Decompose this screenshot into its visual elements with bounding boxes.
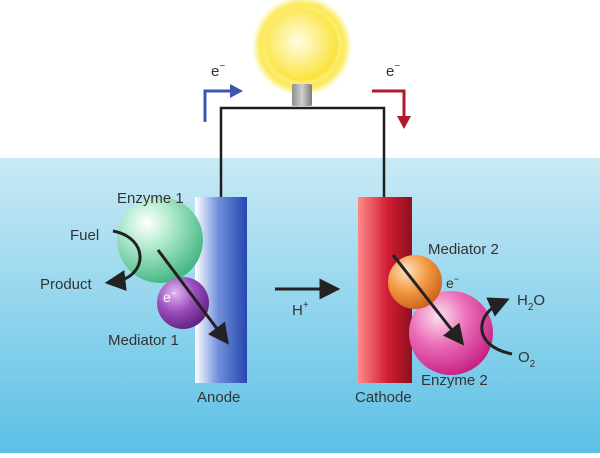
enzyme1-sphere — [117, 197, 203, 283]
anode-label: Anode — [197, 389, 240, 406]
electron-label-left: e− — [211, 61, 225, 80]
mediator1-label: Mediator 1 — [108, 332, 179, 349]
enzyme2-label: Enzyme 2 — [421, 372, 488, 389]
electron-label-mediator2: e− — [446, 274, 459, 291]
enzyme1-label: Enzyme 1 — [117, 190, 184, 207]
cathode-label: Cathode — [355, 389, 412, 406]
external-circuit-wire — [219, 106, 386, 197]
water-label: H2O — [517, 292, 545, 313]
electron-flow-arrow-left — [203, 84, 243, 122]
electron-flow-arrow-right — [372, 89, 411, 129]
product-label: Product — [40, 276, 93, 293]
mediator2-label: Mediator 2 — [428, 241, 499, 258]
proton-label: H+ — [292, 300, 309, 319]
electron-transfer-arrow-anode — [156, 249, 230, 345]
oxygen-label: O2 — [518, 349, 536, 370]
light-bulb-icon — [252, 0, 352, 106]
oxygen-to-water-arrow — [480, 297, 513, 356]
electron-label-mediator1: e− — [163, 288, 176, 305]
fuel-label: Fuel — [70, 227, 99, 244]
mediator1-sphere — [157, 277, 209, 329]
electron-transfer-arrow-cathode — [391, 254, 465, 346]
electron-label-right: e− — [386, 61, 400, 80]
fuel-to-product-arrow — [104, 229, 142, 291]
